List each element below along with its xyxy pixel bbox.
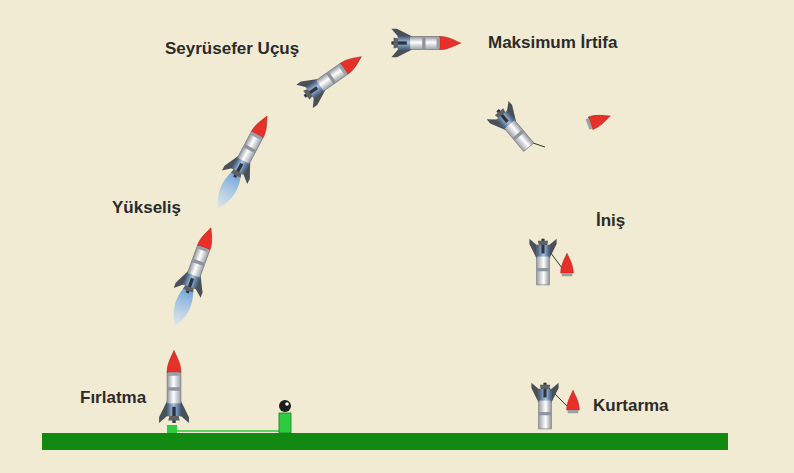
rocket-ascent [162, 223, 225, 331]
rocket-apogee [391, 29, 460, 58]
phase-label: Yükseliş [112, 198, 181, 218]
rocket-launch [159, 350, 189, 422]
phase-label: Seyrüsefer Uçuş [165, 39, 299, 59]
ground [42, 433, 728, 450]
rocket-coast [296, 45, 369, 108]
nose-cone [585, 110, 612, 131]
controller-light [285, 402, 289, 406]
rocket-body [487, 101, 540, 156]
launch-controller [279, 413, 291, 433]
nose-cone [567, 390, 580, 413]
controller-knob [279, 400, 291, 412]
phase-label: İniş [596, 211, 625, 231]
rocket-ascent [205, 109, 279, 215]
phase-label: Kurtarma [593, 396, 669, 416]
rocket-body [531, 383, 558, 429]
phase-label: Fırlatma [80, 388, 146, 408]
phase-label: Maksimum İrtifa [488, 33, 617, 53]
rocket-body [529, 239, 556, 285]
nose-cone [561, 253, 574, 276]
launch-wire [170, 430, 280, 432]
launch-rail [167, 425, 177, 433]
